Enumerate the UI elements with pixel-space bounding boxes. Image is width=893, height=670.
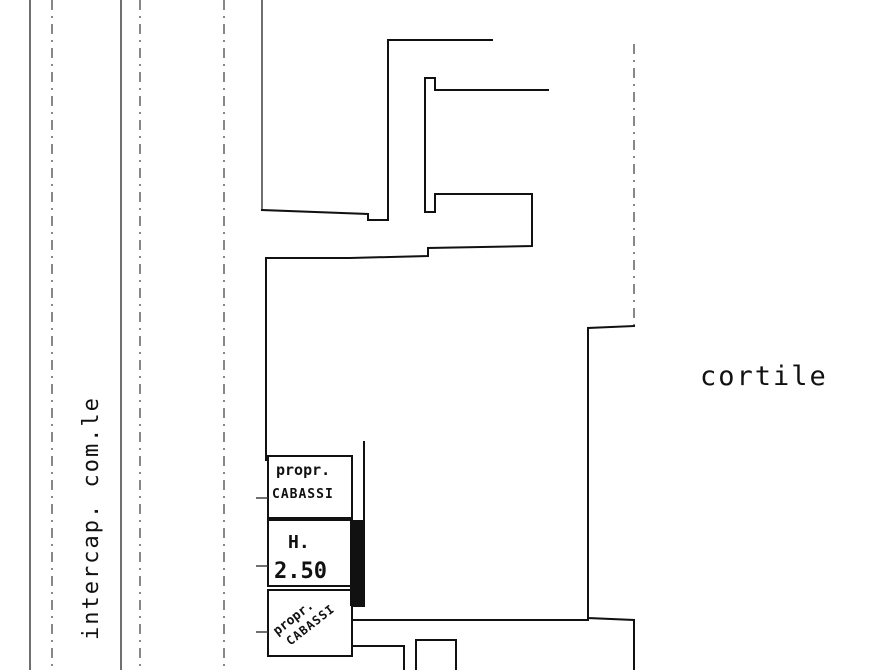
owner-top-label-line1: propr. bbox=[276, 461, 330, 479]
cellar-rooms bbox=[256, 441, 589, 670]
owner-top-label-line2: CABASSI bbox=[272, 487, 334, 502]
height-label-line2: 2.50 bbox=[274, 559, 327, 584]
height-label-line1: H. bbox=[288, 532, 310, 553]
left-boundary-lines bbox=[29, 0, 263, 670]
courtyard-label: cortile bbox=[700, 361, 828, 392]
upper-walls bbox=[260, 39, 549, 461]
owner-bottom-label: propr. CABASSI bbox=[270, 598, 337, 648]
corridor-label: intercap. com.le bbox=[79, 396, 104, 640]
right-walls bbox=[587, 44, 636, 670]
